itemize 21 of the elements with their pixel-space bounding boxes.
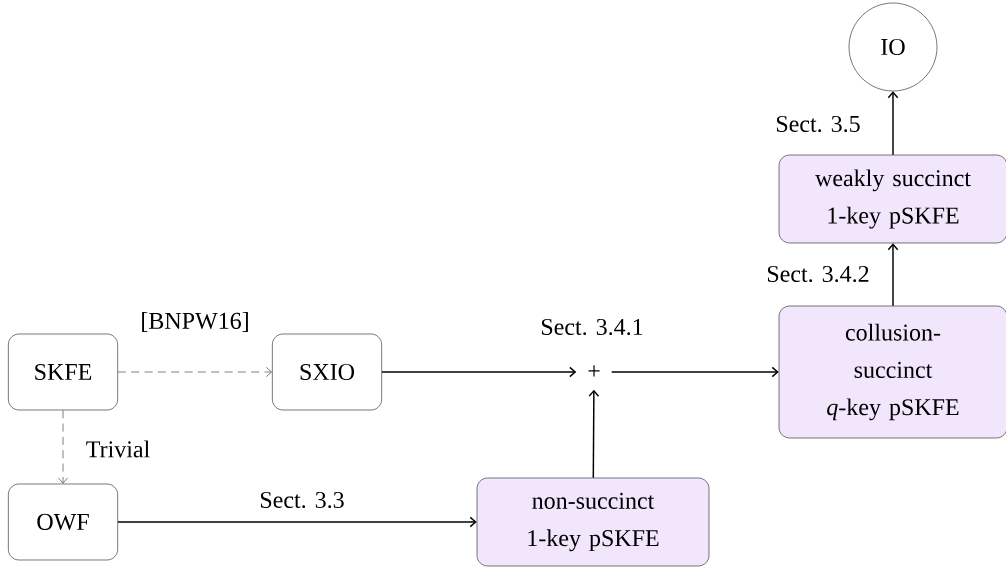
process-box: collusion-succinct q-key pSKFE [778,305,1006,439]
edge-label: Sect. 3.4.1 [539,317,645,337]
arrow [887,243,899,307]
process-box: non-succinct 1-key pSKFE [476,477,710,567]
arrow [381,366,577,378]
process-box: weakly succinct 1-key pSKFE [778,154,1006,244]
process-box: SKFE [8,333,118,411]
arrow [117,367,272,377]
arrow [610,366,779,378]
process-box: SXIO [272,333,382,411]
arrow [117,516,477,528]
edge-label: [BNPW16] [139,310,251,334]
arrow [58,409,68,484]
edge-label: Sect. 3.3 [258,490,346,510]
arrow [588,389,600,479]
edge-label: Sect. 3.5 [774,114,862,134]
plus-sign: + [588,365,600,377]
edge-label: Trivial [84,439,152,459]
process-box: OWF [8,483,118,561]
edge-label: Sect. 3.4.2 [765,264,871,284]
arrow [887,91,899,156]
